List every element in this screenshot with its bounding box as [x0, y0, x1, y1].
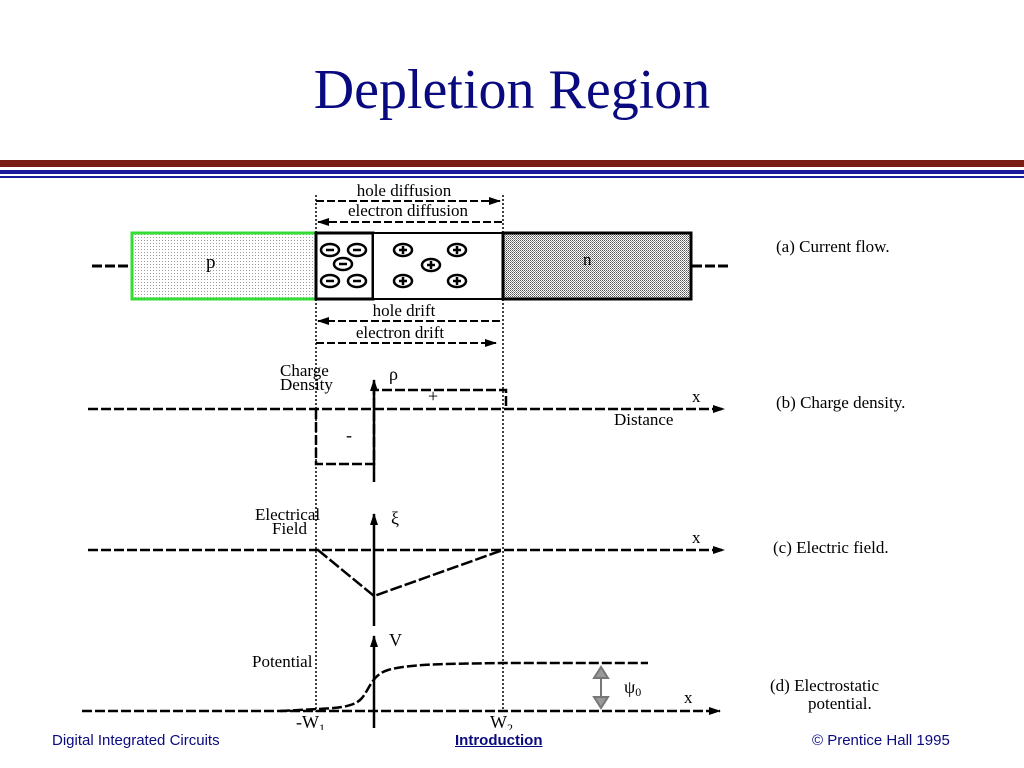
caption-charge-density: (b) Charge density.	[776, 393, 905, 412]
donor-ion	[446, 273, 468, 289]
depletion-positive-region	[372, 232, 504, 300]
donor-ion	[446, 242, 468, 258]
n-region-label: n	[583, 250, 592, 269]
donor-ions	[392, 242, 468, 289]
caption-potential-line1: (d) Electrostatic	[770, 676, 879, 695]
rho-symbol: ρ	[389, 364, 398, 384]
footer-section-link[interactable]: Introduction	[455, 732, 543, 749]
field-x-axis-label: x	[692, 528, 701, 547]
charge-x-axis-label: x	[692, 387, 701, 406]
v-symbol: V	[389, 630, 402, 650]
charge-density-curve	[314, 388, 508, 466]
panel-captions: (a) Current flow. (b) Charge density. (c…	[770, 237, 905, 713]
title-rule-red	[0, 160, 1024, 167]
donor-ion	[392, 273, 414, 289]
donor-ion	[420, 257, 442, 273]
w1-label: -W1	[296, 712, 325, 730]
donor-ion	[392, 242, 414, 258]
charge-ylabel-line2: Density	[280, 375, 333, 394]
potential-curve	[279, 661, 648, 713]
current-flow-panel: p n hole diffusion	[92, 181, 730, 347]
psi0-label: ψ0	[624, 677, 641, 699]
footer-course-title: Digital Integrated Circuits	[52, 732, 220, 749]
psi0-dimension-arrow	[592, 665, 610, 710]
potential-x-axis-label: x	[684, 688, 693, 707]
acceptor-ion	[319, 242, 341, 258]
p-region-label: p	[206, 252, 216, 273]
electric-field-panel: Electrical Field ξ x	[88, 505, 725, 626]
caption-potential-line2: potential.	[808, 694, 872, 713]
xi-symbol: ξ	[391, 508, 399, 528]
negative-charge-sign: -	[346, 425, 352, 445]
acceptor-ion	[319, 273, 341, 289]
title-rule-blue-thin	[0, 176, 1024, 178]
electron-drift-label: electron drift	[356, 323, 445, 342]
charge-density-panel: Charge Density ρ + - x Distance	[88, 361, 725, 482]
n-region	[501, 231, 693, 301]
acceptor-ion	[332, 256, 354, 272]
charge-ylabel-line1: Charge	[280, 361, 329, 380]
footer-copyright: © Prentice Hall 1995	[812, 732, 950, 749]
positive-charge-sign: +	[428, 386, 438, 406]
electric-field-curve	[317, 548, 504, 598]
w2-label: W2	[490, 712, 513, 730]
caption-electric-field: (c) Electric field.	[773, 538, 889, 557]
hole-drift-label: hole drift	[373, 301, 436, 320]
acceptor-ion	[346, 273, 368, 289]
potential-ylabel: Potential	[252, 652, 313, 671]
acceptor-ions	[319, 242, 368, 289]
potential-panel: Potential V ψ0 x -W1 W2	[82, 630, 721, 730]
electron-diffusion-label: electron diffusion	[348, 201, 469, 220]
acceptor-ion	[346, 242, 368, 258]
hole-diffusion-label: hole diffusion	[357, 181, 452, 200]
depletion-negative-region	[314, 231, 375, 301]
field-ylabel-line1: Electrical	[255, 505, 320, 524]
depletion-region-diagram: p n hole diffusion	[82, 181, 905, 730]
title-rule-blue-thick	[0, 170, 1024, 174]
field-ylabel-line2: Field	[272, 519, 307, 538]
p-region	[130, 231, 318, 301]
distance-label: Distance	[614, 410, 673, 429]
slide-title: Depletion Region	[313, 59, 711, 121]
caption-current-flow: (a) Current flow.	[776, 237, 890, 256]
